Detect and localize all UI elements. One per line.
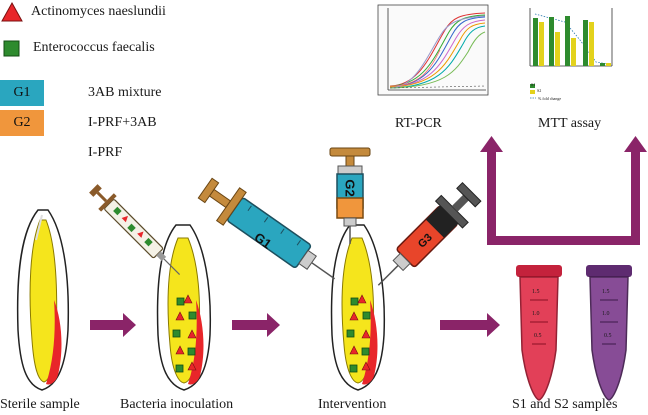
mtt-legend-fold: % fold change bbox=[538, 96, 562, 101]
g3-label: I-PRF bbox=[88, 145, 123, 160]
bacteria-syringe bbox=[89, 184, 181, 276]
g3-syringe bbox=[377, 182, 482, 286]
tube-s2 bbox=[586, 265, 632, 401]
g1-syringe bbox=[197, 177, 336, 280]
g1-badge: G1 bbox=[0, 80, 44, 106]
enterococcus-square-icon bbox=[3, 40, 20, 57]
mtt-bar-chart bbox=[529, 8, 613, 99]
tube-s2-mark-0-5: 0.5 bbox=[604, 333, 612, 339]
step-intervention-label: Intervention bbox=[318, 397, 387, 412]
g2-label: I-PRF+3AB bbox=[88, 115, 157, 130]
step-inoculation-label: Bacteria inoculation bbox=[120, 397, 234, 412]
tube-s1-mark-1-0: 1.0 bbox=[532, 311, 540, 317]
g1-label: 3AB mixture bbox=[88, 85, 162, 100]
g2-syringe bbox=[329, 147, 371, 244]
tooth-inoculation bbox=[156, 224, 212, 391]
mtt-assay-label: MTT assay bbox=[538, 116, 602, 131]
rt-pcr-plot bbox=[377, 4, 489, 96]
tube-s2-mark-1-0: 1.0 bbox=[602, 311, 610, 317]
mtt-legend-s2: S2 bbox=[537, 88, 542, 93]
tube-s1-mark-1-5: 1.5 bbox=[532, 289, 540, 295]
tooth-sterile bbox=[16, 209, 70, 391]
step-samples-label: S1 and S2 samples bbox=[512, 397, 618, 412]
enterococcus-label: Enterococcus faecalis bbox=[33, 40, 155, 55]
step-sterile-label: Sterile sample bbox=[0, 397, 80, 412]
actinomyces-triangle-icon bbox=[1, 1, 23, 22]
feedback-arrows bbox=[480, 136, 647, 245]
g2-badge: G2 bbox=[0, 110, 44, 136]
actinomyces-label: Actinomyces naeslundii bbox=[31, 4, 166, 19]
rt-pcr-label: RT-PCR bbox=[395, 116, 442, 131]
tube-s1 bbox=[516, 265, 562, 401]
tooth-intervention bbox=[330, 224, 386, 391]
tube-s2-mark-1-5: 1.5 bbox=[602, 289, 610, 295]
tube-s1-mark-0-5: 0.5 bbox=[534, 333, 542, 339]
mtt-legend-s1: S1 bbox=[531, 82, 536, 87]
step-arrows bbox=[90, 313, 500, 337]
g2-syringe-label: G2 bbox=[342, 179, 358, 197]
